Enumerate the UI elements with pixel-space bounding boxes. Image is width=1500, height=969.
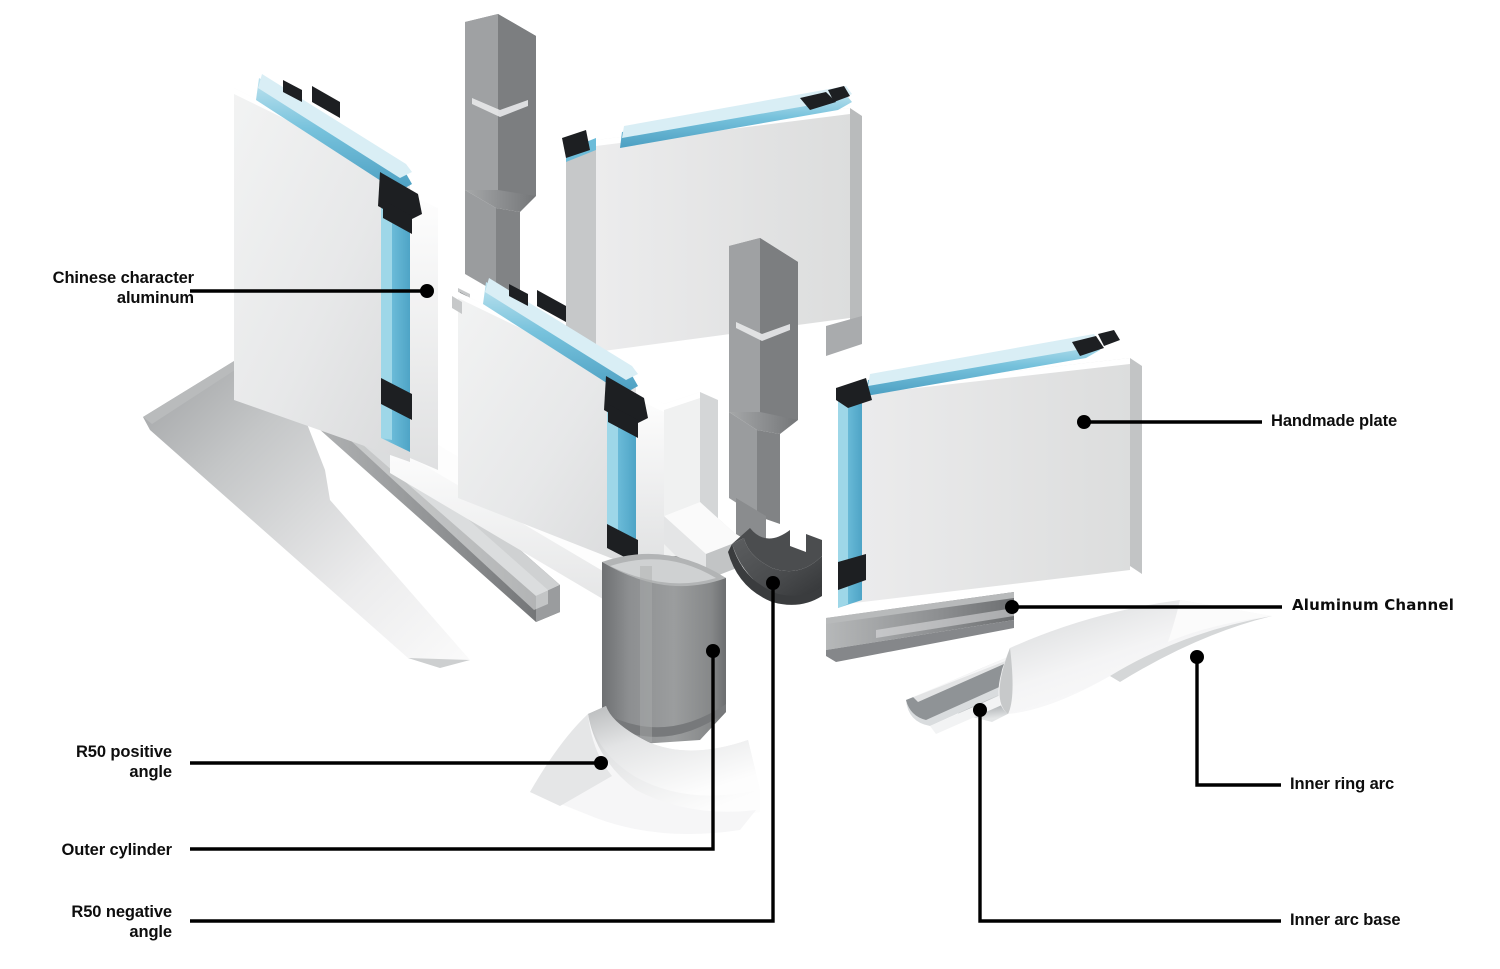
dot-inner-arc-base: [973, 703, 987, 717]
dot-inner-ring-arc: [1190, 650, 1204, 664]
leader-inner-ring-arc: [1195, 657, 1281, 787]
part-inner-ring-arc: [998, 600, 1272, 714]
leader-outer-cylinder: [190, 651, 715, 851]
leader-dots: [420, 284, 1204, 770]
dot-aluminum-channel: [1005, 600, 1019, 614]
part-panel-upper-right: [562, 86, 862, 364]
leader-inner-arc-base: [978, 710, 1281, 923]
part-arc-sheet-left: [143, 350, 470, 668]
part-r50-negative-angle: [728, 528, 822, 605]
callout-label-aluminum-channel: Aluminum Channel: [1292, 596, 1455, 614]
part-panel-middle: [452, 278, 664, 572]
callout-label-r50-positive-angle: R50 positive angle: [75, 743, 172, 782]
part-post-top-center: [465, 14, 536, 300]
dot-r50-positive-angle: [594, 756, 608, 770]
part-panel-upper-left: [234, 74, 470, 470]
callout-label-outer-cylinder: Outer cylinder: [61, 841, 173, 859]
callout-label-inner-ring-arc: Inner ring arc: [1290, 775, 1395, 793]
leader-lines: [190, 289, 1282, 923]
part-panel-right: [836, 330, 1142, 608]
callout-label-chinese-character-aluminum: Chinese character aluminum: [52, 269, 194, 308]
part-outer-cylinder: [602, 553, 726, 744]
dot-outer-cylinder: [706, 644, 720, 658]
part-channel-right: [826, 592, 1014, 662]
dot-chinese-character-aluminum: [420, 284, 434, 298]
callout-label-inner-arc-base: Inner arc base: [1290, 911, 1401, 929]
dot-r50-negative-angle: [766, 576, 780, 590]
part-r50-positive-angle: [530, 706, 760, 834]
callout-label-handmade-plate: Handmade plate: [1271, 412, 1398, 430]
leader-r50-negative-angle: [190, 583, 775, 923]
part-post-mid-center: [729, 238, 798, 552]
callout-label-r50-negative-angle: R50 negative angle: [71, 903, 172, 942]
dot-handmade-plate: [1077, 415, 1091, 429]
